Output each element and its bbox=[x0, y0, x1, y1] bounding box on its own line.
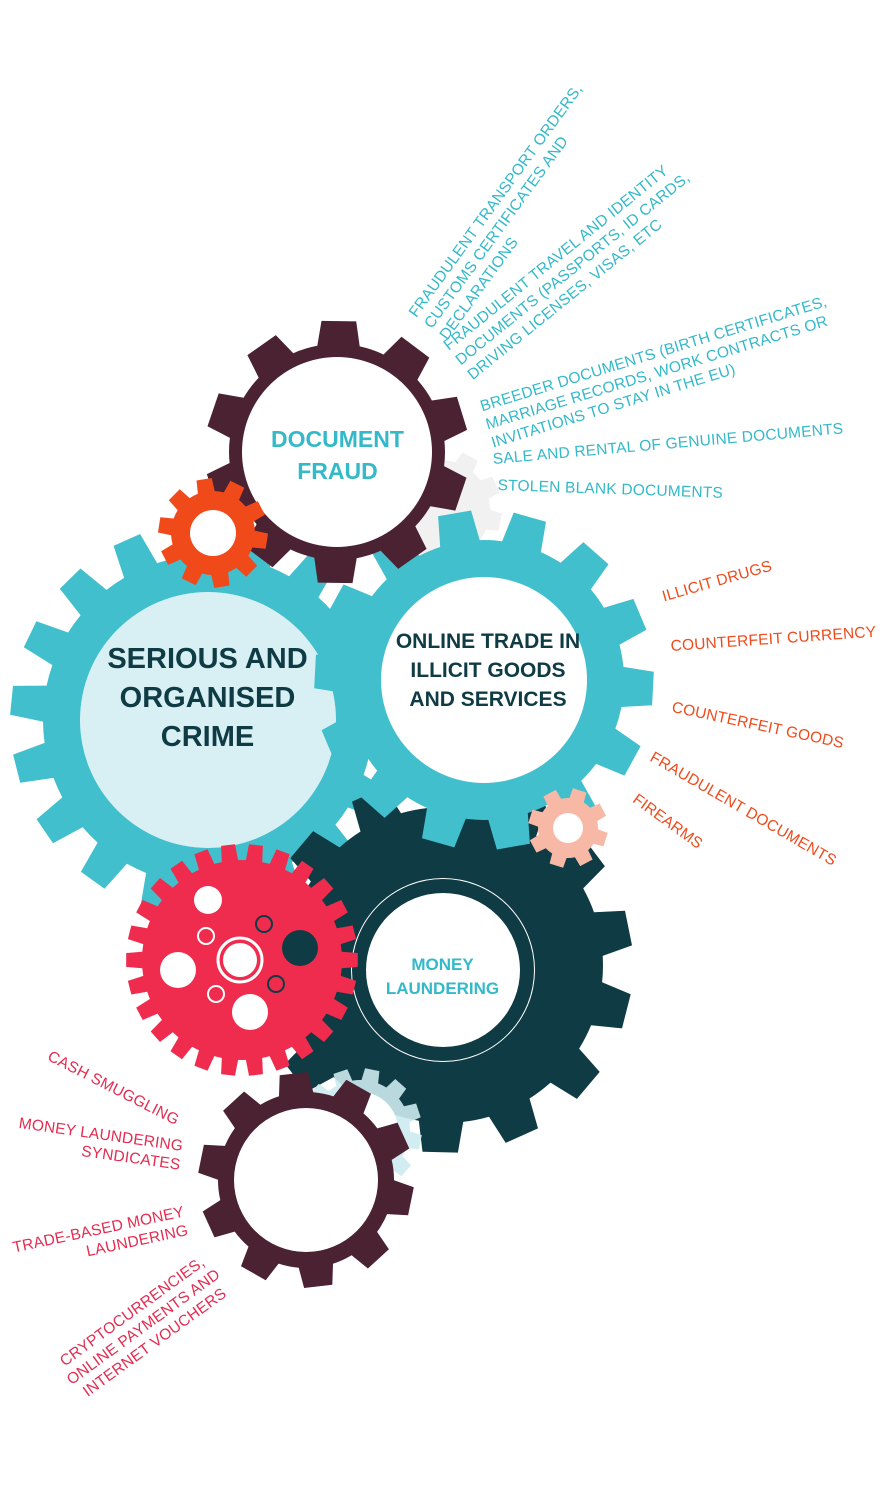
red-gear-hole bbox=[232, 994, 268, 1030]
red-gear-center bbox=[223, 943, 257, 977]
red-gear-hole bbox=[282, 930, 318, 966]
red-gear-hole bbox=[160, 952, 196, 988]
red-gear-dot bbox=[255, 915, 273, 933]
hub-online-trade-label: ONLINE TRADE IN ILLICIT GOODS AND SERVIC… bbox=[395, 630, 581, 711]
serious-crime-hub bbox=[80, 592, 336, 848]
red-gear-dot bbox=[267, 975, 285, 993]
online-trade-hub bbox=[381, 577, 587, 783]
money-laundering-inner-ring bbox=[352, 879, 534, 1061]
hub-document-fraud: DOCUMENT FRAUD bbox=[255, 423, 420, 487]
orange-small-gear-hole bbox=[190, 510, 236, 556]
bottom-maroon-hub bbox=[234, 1108, 378, 1252]
red-gear-dot bbox=[197, 927, 215, 945]
hub-document-fraud-label: DOCUMENT FRAUD bbox=[271, 426, 404, 484]
hub-serious-crime: SERIOUS AND ORGANISED CRIME bbox=[95, 640, 320, 757]
hub-online-trade: ONLINE TRADE IN ILLICIT GOODS AND SERVIC… bbox=[393, 627, 583, 714]
hub-money-laundering-label: MONEY LAUNDERING bbox=[385, 955, 500, 998]
hub-serious-crime-label: SERIOUS AND ORGANISED CRIME bbox=[107, 643, 308, 753]
red-gear-dot bbox=[207, 985, 225, 1003]
hub-money-laundering: MONEY LAUNDERING bbox=[375, 953, 510, 1001]
document-fraud-hub bbox=[242, 357, 432, 547]
red-gear-center-ring bbox=[216, 936, 264, 984]
pale-orange-gear-hole bbox=[553, 813, 583, 843]
money-laundering-ring bbox=[351, 878, 535, 1062]
red-gear-hole bbox=[194, 886, 222, 914]
